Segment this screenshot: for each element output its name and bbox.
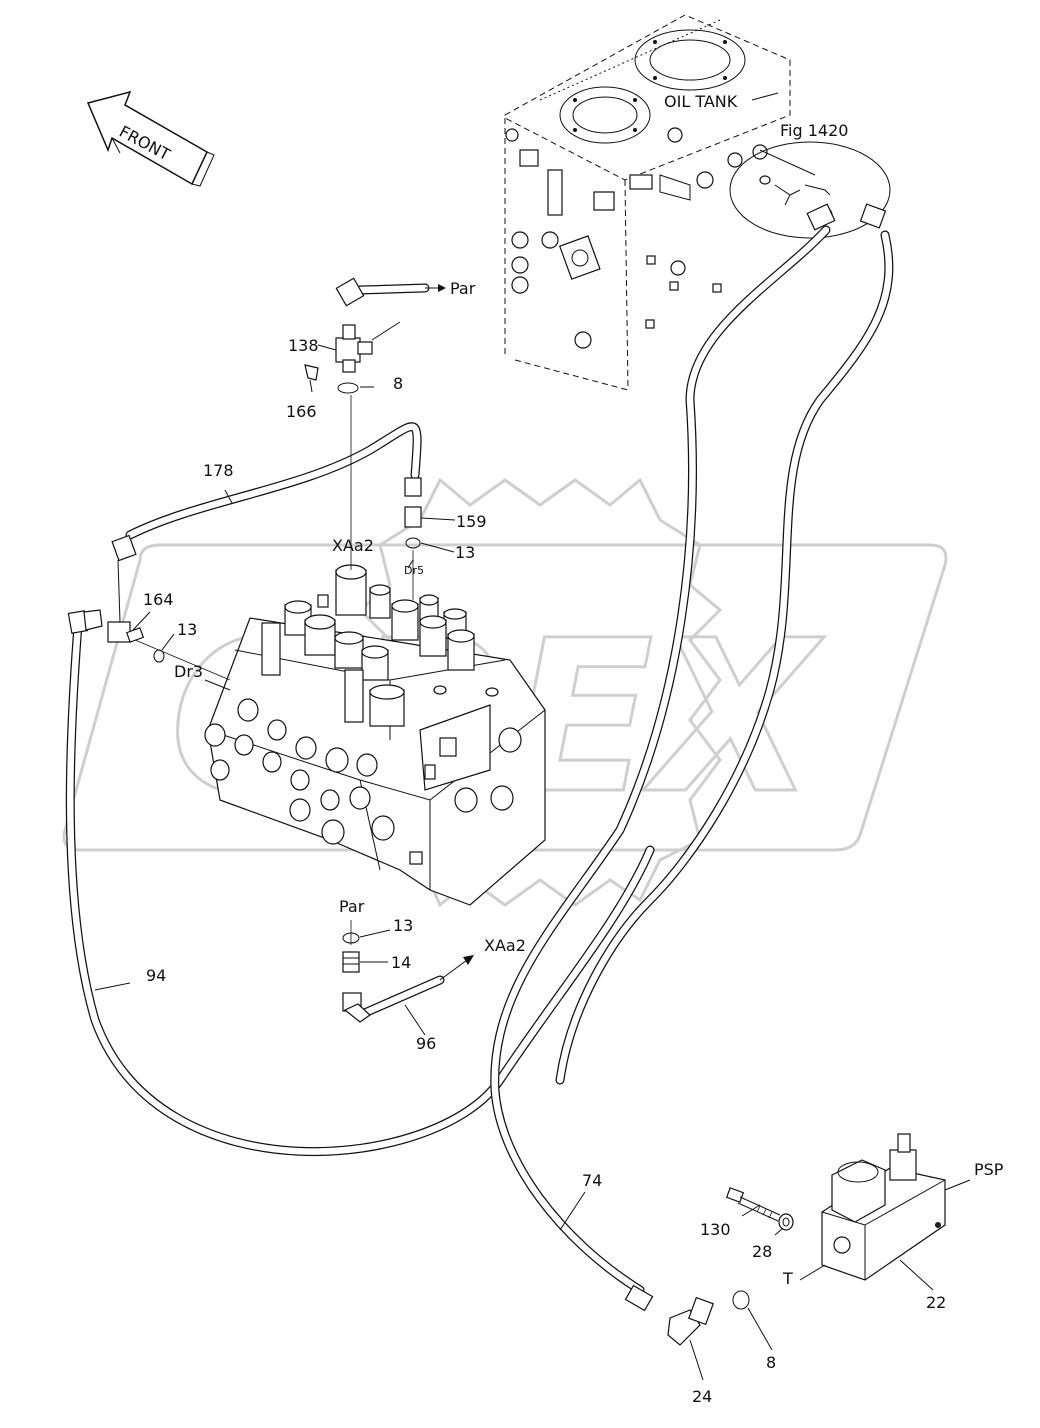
oil-tank: OIL TANK	[504, 14, 791, 391]
part-13-bottom: 13	[393, 916, 413, 935]
part-130: 130	[700, 1220, 731, 1239]
adapter-159	[404, 506, 456, 528]
part-166: 166	[286, 402, 317, 421]
spools	[261, 564, 475, 727]
bolt-130	[725, 1187, 781, 1222]
center-lines	[134, 395, 414, 945]
part-178: 178	[203, 461, 234, 480]
xaa2-arrow-label: XAa2	[484, 936, 526, 955]
psp-label: PSP	[974, 1160, 1004, 1179]
fig-ref-label: Fig 1420	[780, 121, 848, 140]
adapter-14	[342, 951, 360, 973]
part-14: 14	[391, 953, 411, 972]
plug-166	[304, 364, 319, 381]
part-159: 159	[456, 512, 487, 531]
part-138: 138	[288, 336, 319, 355]
part-164: 164	[143, 590, 174, 609]
elbow-24	[667, 1296, 714, 1346]
dr5-label: Dr5	[404, 564, 424, 577]
part-13-left: 13	[177, 620, 197, 639]
dr3-label: Dr3	[174, 662, 203, 681]
labels: Par 138 8 166 178 159 XAa2 13 Dr5 164 13…	[143, 279, 1004, 1406]
leader-lines	[94, 379, 971, 1381]
part-13-top: 13	[455, 543, 475, 562]
part-8-bottom: 8	[766, 1353, 776, 1372]
flow-arrows	[425, 284, 474, 981]
tee-164	[107, 559, 145, 643]
part-24: 24	[692, 1387, 712, 1406]
front-direction-arrow: FRONT	[86, 90, 215, 187]
part-96: 96	[416, 1034, 436, 1053]
part-94: 94	[146, 966, 166, 985]
oil-tank-label: OIL TANK	[664, 92, 738, 111]
xaa2-port-label: XAa2	[332, 536, 374, 555]
valve-block-psp	[821, 1133, 946, 1281]
par-bottom-label: Par	[339, 897, 365, 916]
hose-fittings	[67, 203, 887, 1312]
washer-28	[778, 1213, 794, 1231]
part-28: 28	[752, 1242, 772, 1261]
par-top-label: Par	[450, 279, 476, 298]
control-valve	[204, 564, 546, 906]
t-port-label: T	[782, 1269, 793, 1288]
part-74: 74	[582, 1171, 602, 1190]
part-8-top: 8	[393, 374, 403, 393]
tee-138	[317, 321, 401, 373]
ports	[204, 685, 522, 865]
part-22: 22	[926, 1293, 946, 1312]
